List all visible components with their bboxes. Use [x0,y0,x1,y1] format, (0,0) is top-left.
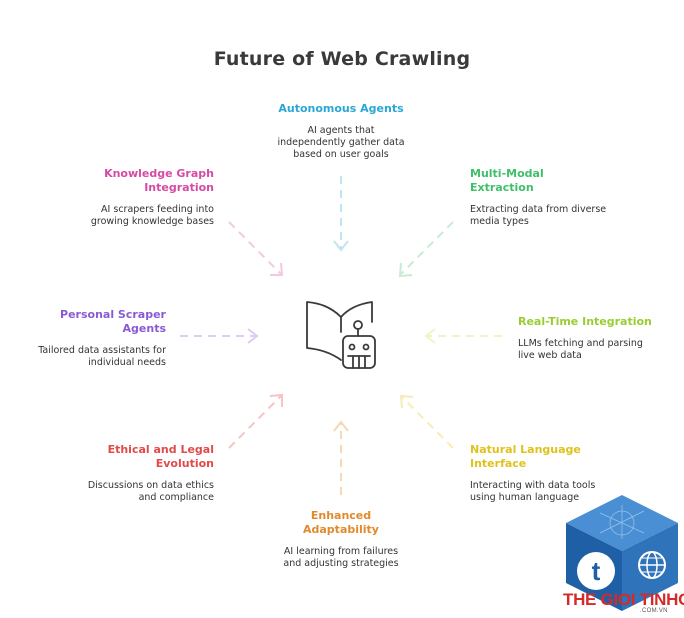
node-title: Ethical and Legal Evolution [107,443,214,470]
node-description: Discussions on data ethics and complianc… [87,480,214,503]
node-autonomous-agents: Autonomous Agents AI agents that indepen… [251,102,431,161]
node-multi-modal-extraction: Multi-Modal Extraction Extracting data f… [470,167,650,228]
node-title: Enhanced Adaptability [303,509,379,536]
arrow-personal [180,328,259,344]
node-ethical-legal-evolution: Ethical and Legal Evolution Discussions … [34,443,214,504]
node-description: Extracting data from diverse media types [470,204,607,227]
node-description: Interacting with data tools using human … [470,480,596,503]
arrow-adaptability [333,420,349,495]
node-natural-language-interface: Natural Language Interface Interacting w… [470,443,630,504]
arrow-natural [399,394,454,449]
brand-name: THE GIOI TINHOC [563,590,684,609]
node-description: LLMs fetching and parsing live web data [518,338,643,361]
cube-t-globe-icon: t [566,495,678,611]
node-title: Multi-Modal Extraction [470,167,544,194]
node-personal-scraper-agents: Personal Scraper Agents Tailored data as… [6,308,166,369]
node-description: Tailored data assistants for individual … [38,345,166,368]
node-title: Natural Language Interface [470,443,581,470]
book-robot-icon [306,301,376,369]
arrow-autonomous [333,176,349,252]
node-real-time-integration: Real-Time Integration LLMs fetching and … [518,315,678,362]
node-description: AI agents that independently gather data… [277,125,405,160]
brand-domain: .COM.VN [640,608,668,614]
node-knowledge-graph-integration: Knowledge Graph Integration AI scrapers … [34,167,214,228]
arrow-realtime [424,328,502,344]
node-title: Autonomous Agents [278,102,404,115]
arrow-multimodal [398,221,454,278]
node-title: Personal Scraper Agents [60,308,166,335]
node-title: Real-Time Integration [518,315,652,328]
diagram-title: Future of Web Crawling [213,48,471,70]
arrow-ethical [228,393,283,449]
svg-text:t: t [592,556,601,586]
node-enhanced-adaptability: Enhanced Adaptability AI learning from f… [251,509,431,570]
node-description: AI scrapers feeding into growing knowled… [90,204,214,227]
node-title: Knowledge Graph Integration [104,167,214,194]
node-description: AI learning from failures and adjusting … [283,546,399,569]
arrow-knowledge [228,221,284,276]
